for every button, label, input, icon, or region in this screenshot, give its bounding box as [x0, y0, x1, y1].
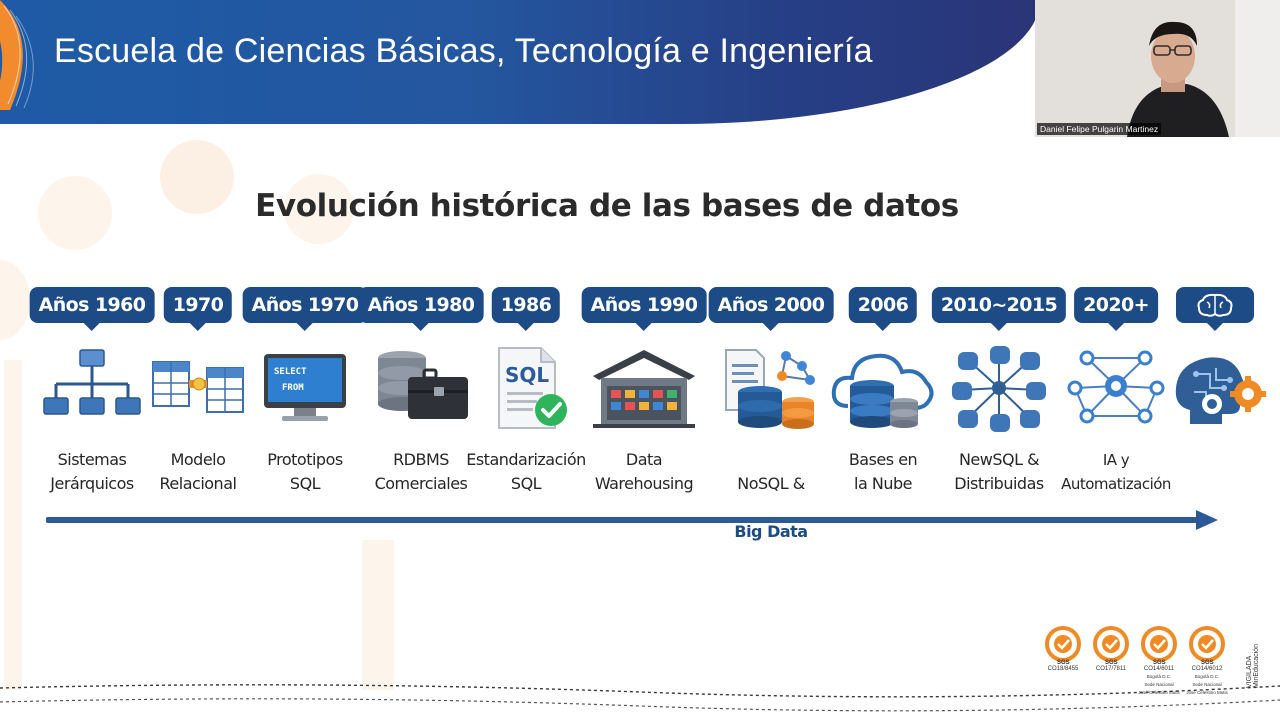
- timeline-era: Años 1970 SELECT FROM Prototipos SQL: [242, 272, 368, 502]
- brain-icon: [1197, 293, 1233, 317]
- era-label: Estandarización SQL: [466, 450, 586, 493]
- slide-title: Evolución histórica de las bases de dato…: [255, 188, 959, 224]
- era-label-line: NoSQL &: [737, 474, 805, 493]
- era-label: NoSQL & Big Data: [696, 448, 846, 544]
- svg-text:SGS: SGS: [1153, 660, 1166, 666]
- timeline-era: [1154, 272, 1276, 502]
- era-label: Sistemas Jerárquicos: [50, 450, 134, 493]
- participant-avatar: [1035, 0, 1280, 137]
- era-year-tag: Años 1980: [358, 287, 484, 331]
- timeline-arrow: [46, 510, 1218, 530]
- era-year-tag: 2020+: [1074, 287, 1158, 331]
- era-label: Modelo Relacional: [159, 450, 237, 493]
- era-label: Bases en la Nube: [848, 450, 918, 493]
- timeline-era: 2020+: [1055, 272, 1177, 502]
- nosql-bigdata-icon: [725, 349, 815, 429]
- participant-video-tile[interactable]: Daniel Felipe Pulgarin Martinez: [1035, 0, 1280, 137]
- certification-code: CO14/6012 Bogotá D.C. Sede Nacional José…: [1186, 666, 1228, 695]
- svg-text:SGS: SGS: [1105, 660, 1118, 666]
- ai-network-icon: [1067, 350, 1165, 424]
- database-briefcase-icon: [378, 351, 468, 419]
- sql-from-keyword: FROM: [282, 383, 304, 393]
- timeline-era: Años 1990 Data Warehousing: [581, 272, 707, 502]
- certification-badge: SGS CO14/6012 Bogotá D.C. Sede Nacional …: [1184, 626, 1230, 695]
- era-year-tag: 2006: [848, 287, 918, 331]
- ai-brain-gear-icon: [1175, 357, 1266, 424]
- certification-code: CO18/8455: [1047, 666, 1079, 672]
- distributed-databases-icon: [952, 346, 1046, 432]
- decorative-circle: [160, 140, 234, 214]
- page-title: Escuela de Ciencias Básicas, Tecnología …: [54, 32, 873, 70]
- sql-monitor-icon: SELECT FROM: [264, 354, 346, 421]
- sql-select-keyword: SELECT: [274, 367, 307, 377]
- era-label: Data Warehousing: [594, 450, 694, 493]
- decorative-bar: [362, 540, 394, 690]
- era-year-tag: Años 1960: [29, 287, 155, 331]
- timeline-era: Años 2000 NoSQL & Big Data: [708, 272, 834, 541]
- era-label: RDBMS Comerciales: [374, 450, 468, 493]
- timeline-era: 2010~2015 NewSQL & Distribuidas: [931, 272, 1067, 502]
- timeline-era: Años 1960 Sistemas Jerárquicos: [29, 272, 155, 502]
- era-year-tag: 2010~2015: [931, 287, 1067, 331]
- timeline-era: 1986 SQL Estandarización SQL: [465, 272, 587, 502]
- era-year-tag: Años 1970: [242, 287, 368, 331]
- timeline-era: Años 1980 RDBMS Comerciales: [358, 272, 484, 502]
- era-label: Prototipos SQL: [267, 450, 343, 493]
- hierarchy-icon: [43, 349, 141, 415]
- warehouse-icon: [593, 350, 695, 428]
- era-year-tag: Años 2000: [708, 287, 834, 331]
- certification-badge: SGS CO18/8455: [1040, 626, 1086, 690]
- era-year-tag: 1970: [163, 287, 233, 331]
- timeline: Años 1960 Sistemas Jerárquicos 1970: [29, 272, 1266, 541]
- decorative-circle: [0, 260, 30, 340]
- sql-document-check-icon: SQL: [498, 347, 567, 429]
- participant-name: Daniel Felipe Pulgarin Martinez: [1037, 123, 1162, 135]
- footer-decorative-wave: [0, 684, 1280, 712]
- certification-badges: SGS CO18/8455 SGS CO17/7811 SGS CO14/601…: [1040, 626, 1230, 695]
- relational-tables-icon: [152, 361, 244, 413]
- era-label: NewSQL & Distribuidas: [954, 450, 1044, 493]
- cloud-database-icon: [831, 353, 934, 428]
- sgs-seal-icon: SGS: [1093, 626, 1129, 666]
- svg-text:SGS: SGS: [1201, 660, 1214, 666]
- era-year-tag: [1176, 287, 1254, 331]
- certification-badge: SGS CO17/7811: [1088, 626, 1134, 690]
- slide-header: Escuela de Ciencias Básicas, Tecnología …: [0, 0, 1040, 124]
- decorative-circle: [284, 174, 354, 244]
- sgs-seal-icon: SGS: [1045, 626, 1081, 666]
- timeline-era: 1970 Modelo Relacional: [137, 272, 259, 502]
- svg-text:SGS: SGS: [1057, 660, 1070, 666]
- timeline-era: 2006 Bases en la Nube: [822, 272, 944, 502]
- logo-swirl-icon: [0, 0, 34, 110]
- decorative-circle: [38, 176, 112, 250]
- sql-document-text: SQL: [505, 363, 549, 387]
- certification-code: CO14/6011 Bogotá D.C. Sede Nacional José…: [1138, 666, 1180, 695]
- era-year-tag: Años 1990: [581, 287, 707, 331]
- era-label-highlight: Big Data: [734, 522, 808, 541]
- sgs-seal-icon: SGS: [1141, 626, 1177, 666]
- era-year-tag: 1986: [491, 287, 561, 331]
- decorative-bar: [4, 360, 22, 690]
- certification-code: CO17/7811: [1095, 666, 1127, 672]
- era-label: IA y Automatización: [1061, 451, 1171, 493]
- certification-badge: SGS CO14/6011 Bogotá D.C. Sede Nacional …: [1136, 626, 1182, 695]
- sgs-seal-icon: SGS: [1189, 626, 1225, 666]
